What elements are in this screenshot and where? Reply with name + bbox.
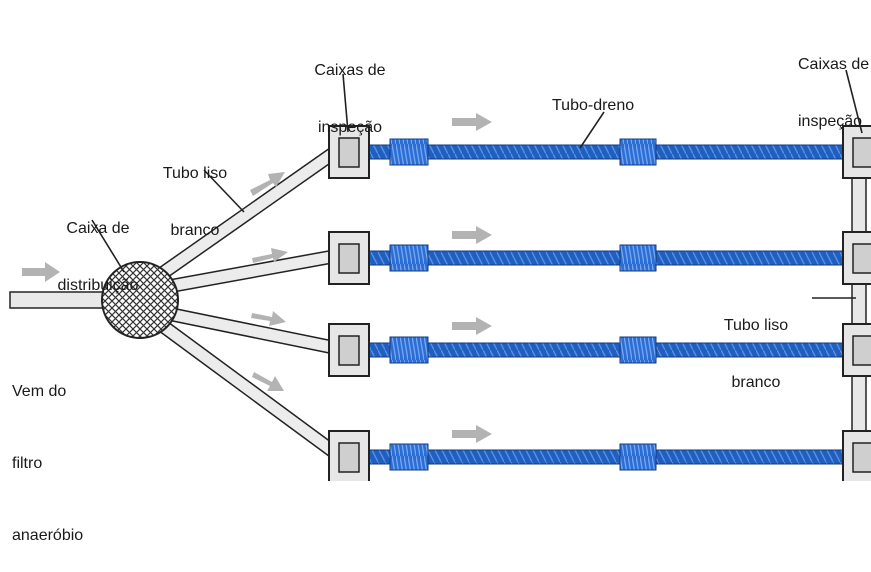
label-line: branco <box>731 374 781 391</box>
label-line: Caixas de <box>314 62 386 79</box>
branch-pipes <box>145 144 343 461</box>
label-line: Tubo liso <box>162 165 228 182</box>
septic-drainage-diagram <box>9 69 871 481</box>
label-distribution-box: Caixa de distribuição <box>38 181 158 314</box>
label-line: Caixas de <box>798 56 870 73</box>
drain-row-2 <box>367 244 845 272</box>
label-inspection-boxes-left: Caixas de inspeção <box>280 23 420 156</box>
flow-arrows <box>22 113 492 443</box>
flow-arrow-icon <box>452 317 492 335</box>
drain-row-3 <box>367 336 845 364</box>
label-line: inspeção <box>798 113 863 130</box>
flow-arrow-icon <box>452 425 492 443</box>
label-plain-pipe-top: Tubo liso branco <box>140 126 250 259</box>
flow-arrow-icon <box>452 113 492 131</box>
inspection-boxes-right <box>842 125 871 481</box>
label-drain-pipe: Tubo-dreno <box>552 58 634 134</box>
label-inlet-source: Vem do filtro anaeróbio <box>12 332 83 572</box>
distribution-box <box>101 261 179 339</box>
flow-arrow-icon <box>251 311 286 326</box>
label-line: distribuição <box>57 277 139 294</box>
flow-arrow-icon <box>250 172 285 196</box>
label-line: filtro <box>12 455 43 472</box>
label-line: Tubo liso <box>723 317 789 334</box>
flow-arrow-icon <box>252 248 288 263</box>
flow-arrow-icon <box>452 226 492 244</box>
label-line: Vem do <box>12 383 67 400</box>
label-inspection-boxes-right: Caixas de inspeção <box>798 17 871 150</box>
inspection-boxes-left <box>328 125 370 481</box>
label-plain-pipe-right: Tubo liso branco <box>706 278 806 411</box>
flow-arrow-icon <box>252 372 284 391</box>
leader-lines <box>91 69 863 299</box>
flow-arrow-icon <box>22 262 60 282</box>
label-line: branco <box>170 222 220 239</box>
label-line: anaeróbio <box>12 527 84 544</box>
drain-row-1 <box>367 138 845 166</box>
label-line: inspeção <box>317 119 383 136</box>
label-line: Caixa de <box>66 220 130 237</box>
drain-row-4 <box>367 443 845 471</box>
label-line: Tubo-dreno <box>552 97 635 114</box>
